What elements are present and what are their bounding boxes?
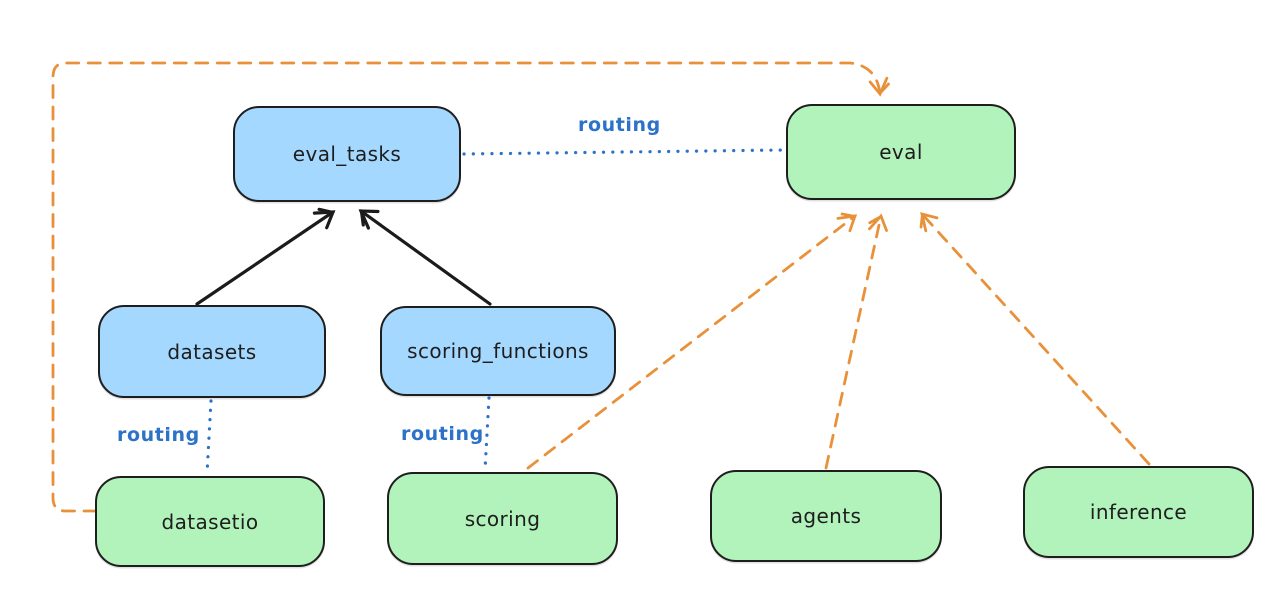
node-datasets-label: datasets (167, 339, 257, 364)
node-eval-tasks: eval_tasks (233, 106, 461, 202)
edge-label-routing-scoring-functions-scoring: routing (401, 423, 484, 445)
edge-scoring-functions-scoring (483, 396, 491, 472)
node-agents-label: agents (790, 504, 862, 528)
node-agents: agents (710, 470, 942, 562)
edge-datasets-eval-tasks (195, 207, 336, 306)
edge-scoring-eval (526, 212, 858, 470)
node-scoring-functions: scoring_functions (380, 306, 616, 396)
edge-agents-eval (824, 213, 888, 470)
node-eval-tasks-label: eval_tasks (292, 142, 402, 166)
node-inference: inference (1023, 466, 1254, 558)
node-scoring-label: scoring (464, 506, 541, 531)
node-datasets: datasets (98, 305, 326, 398)
node-eval: eval (786, 104, 1016, 200)
node-scoring: scoring (387, 472, 618, 565)
edge-inference-eval (919, 212, 1151, 466)
edge-label-routing-datasets-datasetio: routing (117, 424, 200, 446)
node-scoring-functions-label: scoring_functions (407, 339, 589, 363)
node-inference-label: inference (1089, 500, 1188, 524)
node-datasetio-label: datasetio (161, 509, 259, 534)
edge-datasetio-eval (51, 61, 890, 513)
node-datasetio: datasetio (95, 476, 325, 567)
edge-label-routing-eval-tasks-eval: routing (578, 114, 661, 136)
node-eval-label: eval (879, 140, 923, 164)
edge-scoring-functions-eval-tasks (358, 209, 492, 306)
edge-eval-tasks-eval (462, 148, 786, 156)
edge-datasets-datasetio (205, 399, 213, 476)
